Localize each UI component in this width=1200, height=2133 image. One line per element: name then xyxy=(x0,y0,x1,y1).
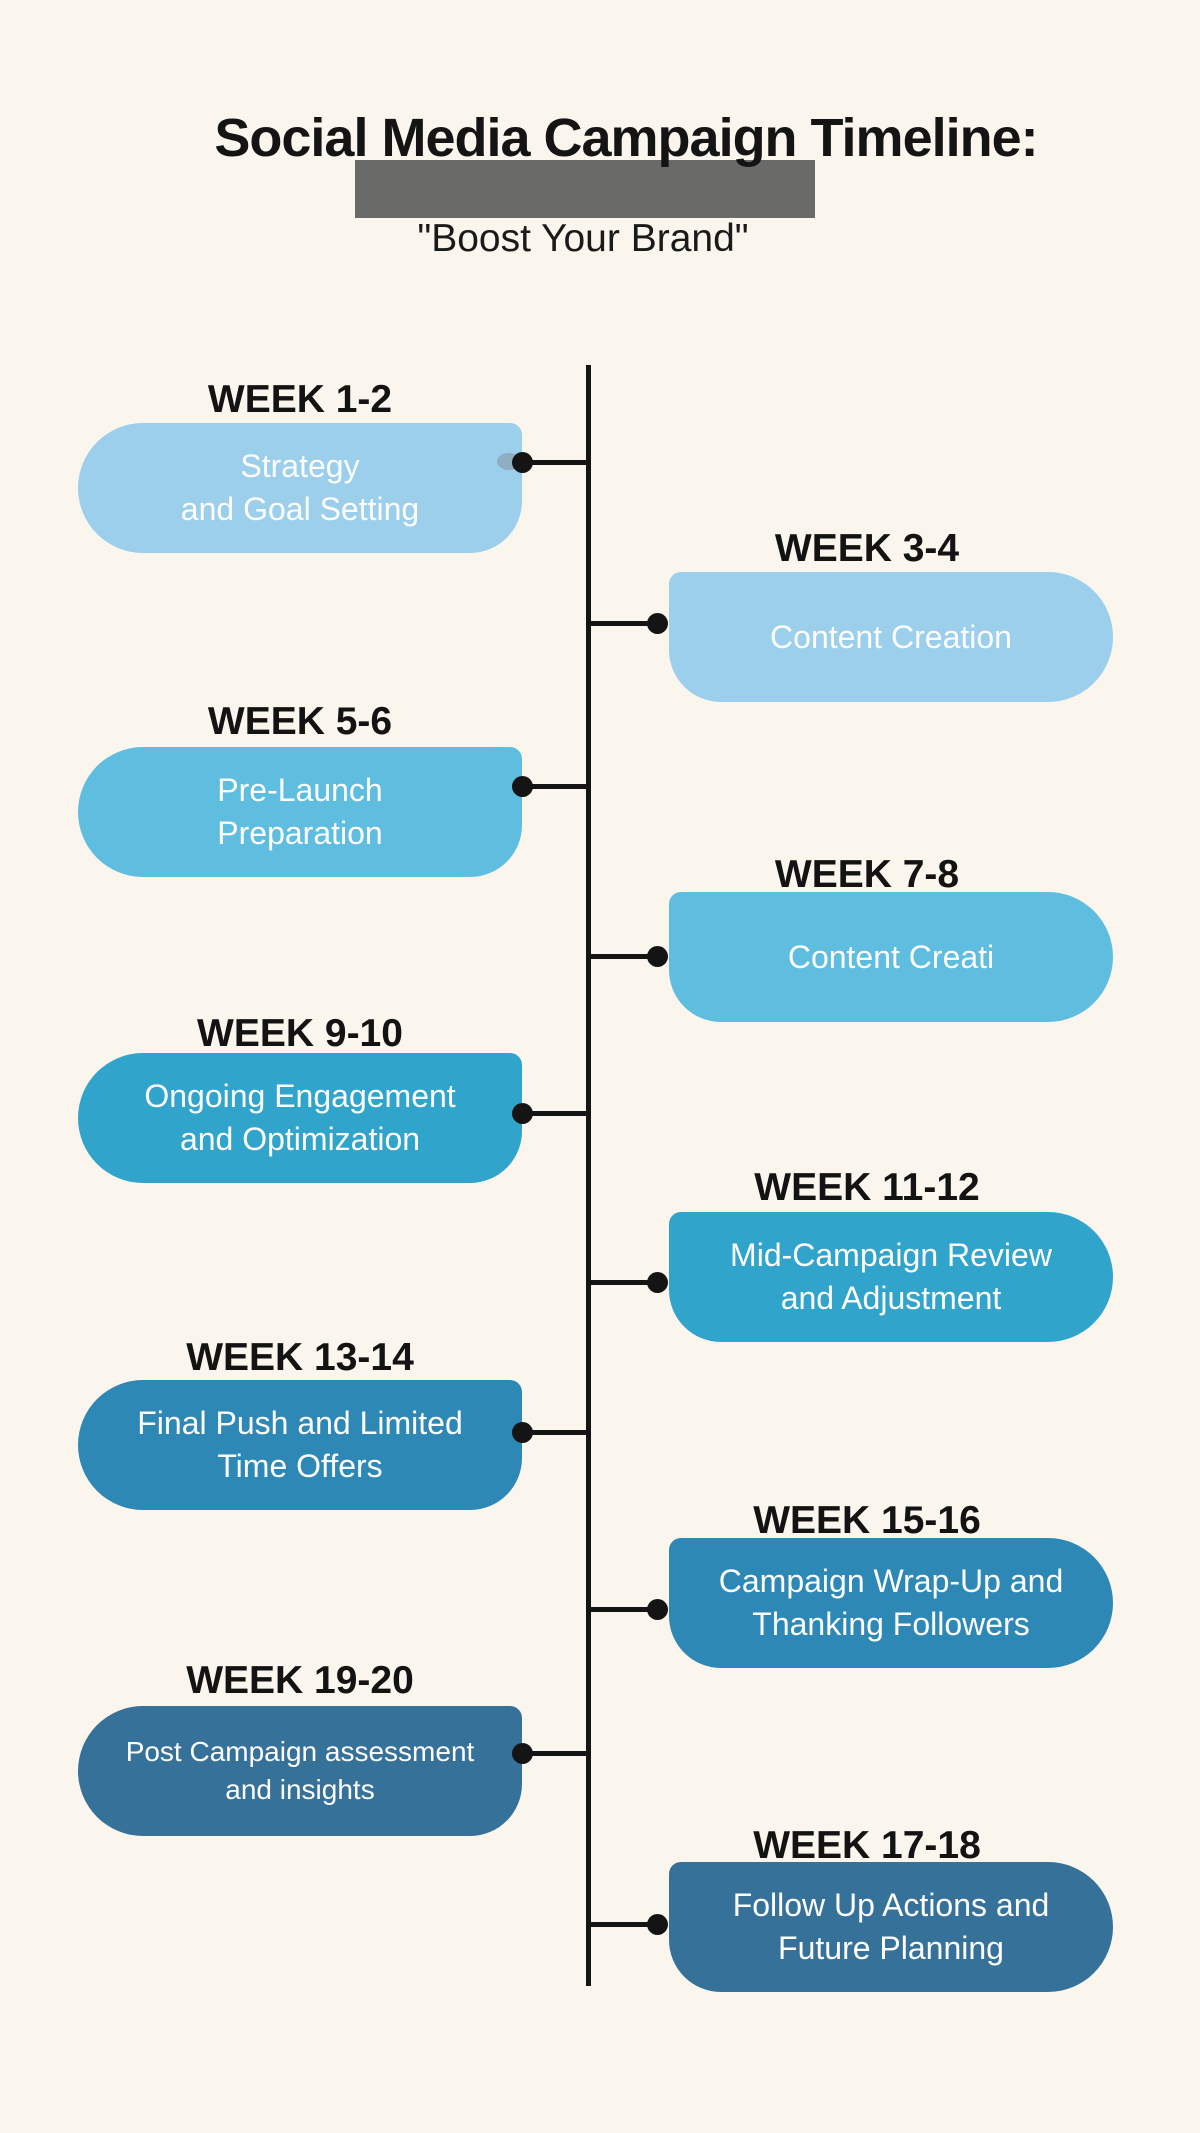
connector-line-1-2 xyxy=(518,460,590,465)
connector-line-11-12 xyxy=(589,1280,660,1285)
week-label-13-14: WEEK 13-14 xyxy=(186,1336,414,1379)
page-title: Social Media Campaign Timeline: xyxy=(214,108,1038,168)
week-label-3-4: WEEK 3-4 xyxy=(774,527,960,570)
connector-dot-13-14 xyxy=(512,1422,533,1443)
connector-dot-5-6 xyxy=(512,776,533,797)
week-label-19-20: WEEK 19-20 xyxy=(186,1659,414,1702)
connector-line-19-20 xyxy=(518,1751,590,1756)
week-label-15-16: WEEK 15-16 xyxy=(753,1499,981,1542)
milestone-box-9-10: Ongoing Engagement and Optimization xyxy=(78,1053,522,1183)
connector-dot-9-10 xyxy=(512,1103,533,1124)
connector-line-3-4 xyxy=(589,621,660,626)
week-label-9-10: WEEK 9-10 xyxy=(197,1012,403,1055)
connector-dot-19-20 xyxy=(512,1743,533,1764)
connector-line-9-10 xyxy=(518,1111,590,1116)
connector-dot-1-2 xyxy=(512,452,533,473)
timeline-axis xyxy=(586,365,591,1986)
milestone-box-5-6: Pre-Launch Preparation xyxy=(78,747,522,877)
connector-dot-17-18 xyxy=(647,1914,668,1935)
milestone-box-17-18: Follow Up Actions and Future Planning xyxy=(669,1862,1113,1992)
milestone-box-7-8: Content Creati xyxy=(669,892,1113,1022)
connector-line-17-18 xyxy=(589,1922,660,1927)
connector-line-15-16 xyxy=(589,1607,660,1612)
milestone-box-13-14: Final Push and Limited Time Offers xyxy=(78,1380,522,1510)
milestone-box-11-12: Mid-Campaign Review and Adjustment xyxy=(669,1212,1113,1342)
connector-line-5-6 xyxy=(518,784,590,789)
milestone-box-1-2: Strategy and Goal Setting xyxy=(78,423,522,553)
week-label-7-8: WEEK 7-8 xyxy=(774,853,960,896)
week-label-1-2: WEEK 1-2 xyxy=(207,378,393,421)
connector-line-13-14 xyxy=(518,1430,590,1435)
milestone-box-19-20: Post Campaign assessment and insights xyxy=(78,1706,522,1836)
milestone-box-15-16: Campaign Wrap-Up and Thanking Followers xyxy=(669,1538,1113,1668)
redaction-box xyxy=(355,160,815,218)
week-label-5-6: WEEK 5-6 xyxy=(207,700,393,743)
connector-dot-3-4 xyxy=(647,613,668,634)
week-label-11-12: WEEK 11-12 xyxy=(754,1166,980,1209)
connector-dot-11-12 xyxy=(647,1272,668,1293)
milestone-box-3-4: Content Creation xyxy=(669,572,1113,702)
week-label-17-18: WEEK 17-18 xyxy=(753,1824,981,1867)
connector-line-7-8 xyxy=(589,954,660,959)
subtitle-quote: "Boost Your Brand" xyxy=(417,217,749,260)
connector-dot-7-8 xyxy=(647,946,668,967)
connector-dot-15-16 xyxy=(647,1599,668,1620)
